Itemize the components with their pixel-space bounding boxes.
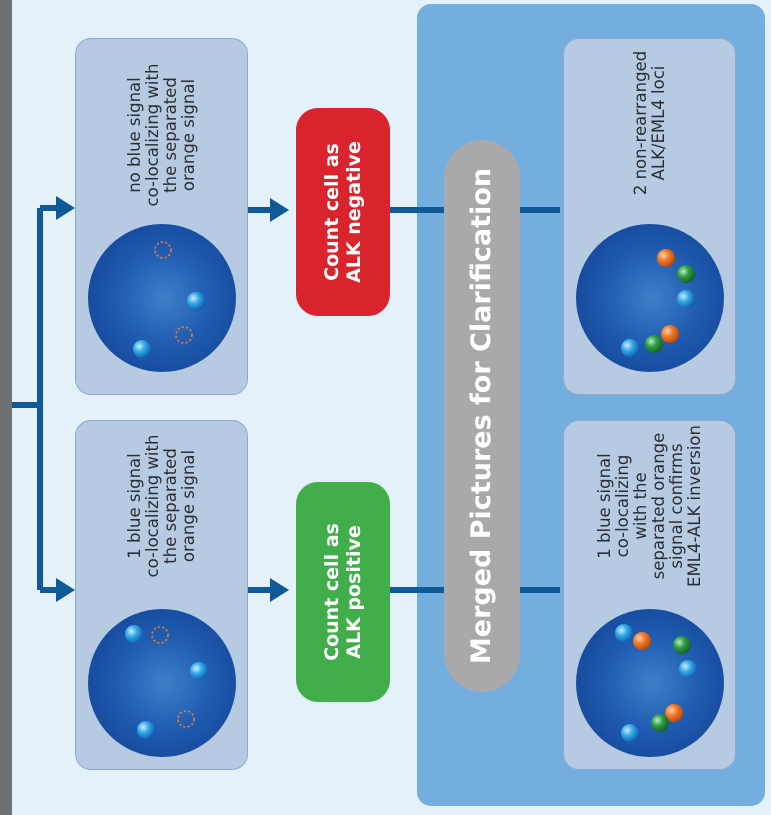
text-line: co-localizing with: [142, 63, 162, 207]
text-line: orange signal: [178, 449, 198, 563]
eml4-alk-cell-diagram: [576, 609, 724, 757]
text-line: no blue signal: [124, 77, 144, 193]
non-rearranged-text: 2 non-rearranged ALK/EML4 loci: [630, 50, 668, 196]
positive-criterion-box: 1 blue signal co-localizing with the sep…: [75, 420, 248, 770]
text-line: ALK negative: [343, 141, 365, 283]
alk-negative-pill: Count cell as ALK negative: [296, 108, 390, 316]
negative-criterion-text: no blue signal co-localizing with the se…: [124, 63, 198, 207]
text-line: separated orange: [648, 432, 668, 580]
left-side-bar: [0, 0, 12, 815]
text-line: 1 blue signal: [124, 453, 144, 559]
blue-signal-icon: [125, 625, 143, 643]
orange-signal-outline-icon: [175, 326, 193, 344]
merged-pictures-pill: Merged Pictures for Clarification: [444, 140, 520, 692]
text-line: co-localizing with: [142, 434, 162, 578]
arrowhead-to-negative: [270, 198, 289, 222]
alk-positive-label: Count cell as ALK positive: [321, 523, 365, 661]
orange-signal-icon: [657, 249, 675, 267]
text-line: the separated: [160, 448, 180, 564]
blue-signal-icon: [677, 290, 695, 308]
orange-signal-outline-icon: [151, 626, 169, 644]
orange-signal-outline-icon: [177, 710, 195, 728]
orange-signal-outline-icon: [154, 241, 172, 259]
blue-signal-icon: [137, 721, 155, 739]
eml4-alk-inversion-box: 1 blue signal co-localizing with the sep…: [563, 420, 736, 770]
arrowhead-bottom-branch: [56, 578, 75, 602]
arrowhead-to-positive: [270, 578, 289, 602]
blue-signal-icon: [621, 724, 639, 742]
non-rearranged-cell-diagram: [576, 224, 724, 372]
arrowhead-top-branch: [56, 196, 75, 220]
orange-signal-icon: [665, 704, 683, 722]
text-line: co-localizing: [612, 454, 632, 558]
text-line: ALK/EML4 loci: [648, 65, 668, 181]
text-line: with the: [630, 472, 650, 540]
blue-signal-icon: [615, 624, 633, 642]
text-line: 1 blue signal: [594, 453, 614, 559]
orange-signal-icon: [633, 632, 651, 650]
eml4-alk-inversion-text: 1 blue signal co-localizing with the sep…: [594, 425, 704, 587]
green-signal-icon: [677, 265, 695, 283]
negative-criterion-box: no blue signal co-localizing with the se…: [75, 38, 248, 395]
text-line: EML4-ALK inversion: [684, 425, 704, 587]
text-line: Count cell as: [321, 523, 343, 661]
blue-signal-icon: [621, 339, 639, 357]
blue-signal-icon: [679, 660, 697, 678]
non-rearranged-box: 2 non-rearranged ALK/EML4 loci: [563, 38, 736, 395]
blue-signal-icon: [133, 340, 151, 358]
merged-pictures-label: Merged Pictures for Clarification: [466, 167, 497, 665]
text-line: ALK positive: [343, 525, 365, 659]
green-signal-icon: [651, 714, 669, 732]
text-line: the separated: [160, 77, 180, 193]
positive-criterion-text: 1 blue signal co-localizing with the sep…: [124, 434, 198, 578]
text-line: orange signal: [178, 78, 198, 192]
text-line: Count cell as: [321, 143, 343, 281]
text-line: 2 non-rearranged: [630, 50, 650, 196]
orange-signal-icon: [661, 325, 679, 343]
blue-signal-icon: [190, 662, 208, 680]
alk-positive-pill: Count cell as ALK positive: [296, 482, 390, 702]
text-line: signal confirms: [666, 443, 686, 569]
negative-cell-diagram: [88, 224, 236, 372]
green-signal-icon: [673, 636, 691, 654]
positive-cell-diagram: [88, 609, 236, 757]
blue-signal-icon: [187, 292, 205, 310]
green-signal-icon: [645, 335, 663, 353]
alk-negative-label: Count cell as ALK negative: [321, 141, 365, 283]
